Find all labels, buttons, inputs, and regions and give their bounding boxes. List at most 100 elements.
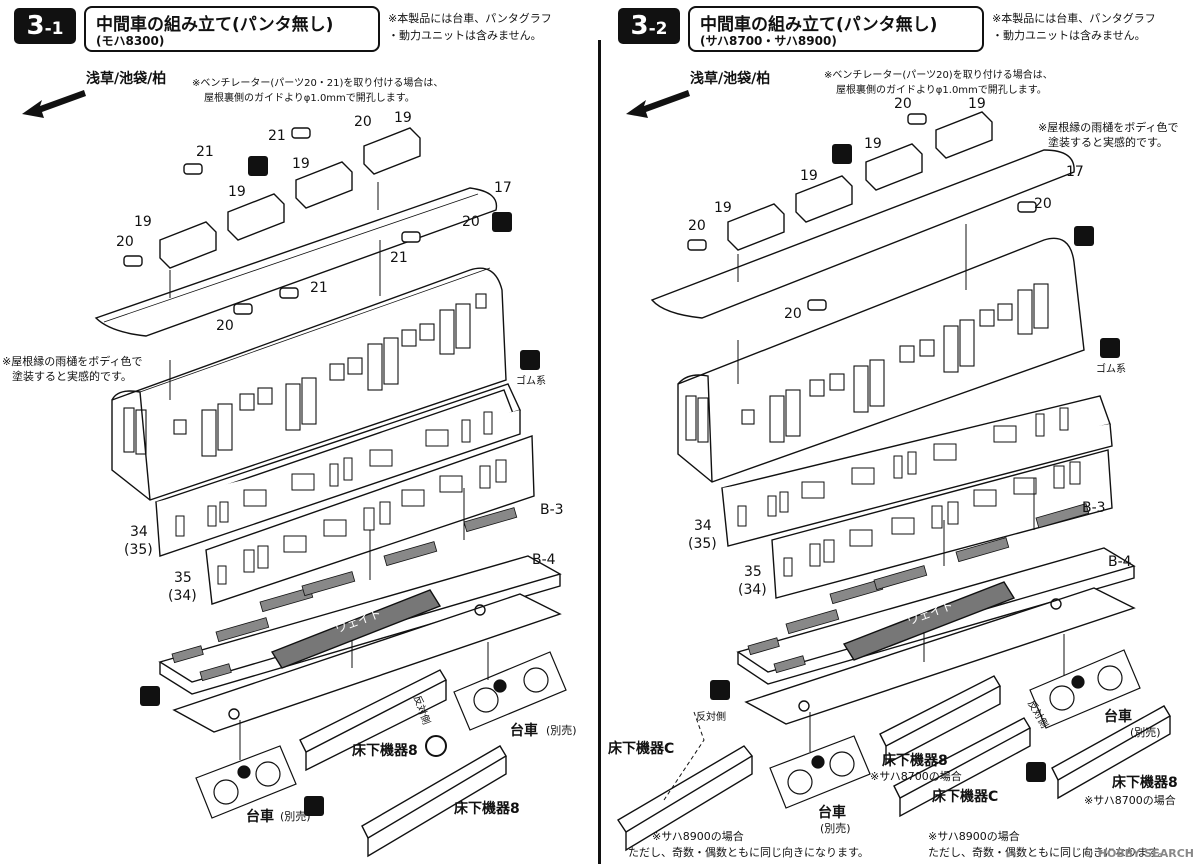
part-35: 35 <box>744 564 762 580</box>
direction-arrow-icon <box>626 90 690 118</box>
underfloor-8-label: 床下機器8 <box>352 743 418 759</box>
watermark: © HOBBY SEARCH <box>1082 847 1194 860</box>
underfloor-8-b-label: 床下機器8 <box>454 801 520 817</box>
underfloor-c-label-2: 床下機器C <box>932 789 999 805</box>
roof-gutter-note: ※屋根縁の雨樋をボディ色で塗装すると実感的です。 <box>1038 121 1179 149</box>
part-20-a: 20 <box>116 234 134 250</box>
assembly-arrows <box>737 224 1065 752</box>
direction-label: 浅草/池袋/柏 <box>690 71 771 87</box>
assembly-diagram <box>617 90 1171 852</box>
part-20-a: 20 <box>688 218 706 234</box>
part-20-c: 20 <box>1034 196 1052 212</box>
body-windows <box>685 283 1049 443</box>
bogie-label: 台車 <box>1104 709 1132 725</box>
side-panel-35 <box>205 435 535 605</box>
part-20-d: 20 <box>216 318 234 334</box>
underfloor-c <box>617 745 754 833</box>
part-17: 17 <box>1066 164 1084 180</box>
roof-part-17 <box>94 187 498 337</box>
sold-separately-label-2: (別売) <box>280 810 311 823</box>
rubber-glue-label: ゴム系 <box>1096 364 1126 375</box>
part-19-d: 19 <box>968 96 986 112</box>
bogie-left <box>769 735 871 809</box>
car-body <box>111 267 507 501</box>
part-21-d: 21 <box>310 280 328 296</box>
roof-gutter-note: ※屋根縁の雨樋をボディ色で塗装すると実感的です。 <box>2 355 143 383</box>
side-windows-34 <box>737 407 1069 527</box>
panel-step-3-2: 3-2 中間車の組み立て(パンタ無し) (サハ8700・サハ8900) ※本製品… <box>604 0 1200 864</box>
case-8700-note-2: ※サハ8700の場合 <box>1084 794 1176 807</box>
part-b3: B-3 <box>1082 500 1106 516</box>
underfloor-c-label: 床下機器C <box>608 741 675 757</box>
part-b3: B-3 <box>540 502 564 518</box>
vents-20-21 <box>123 127 421 315</box>
same-direction-note: ただし、奇数・偶数ともに同じ向きになります。 <box>628 846 869 859</box>
step-title: 中間車の組み立て(パンタ無し) <box>700 15 938 35</box>
part-19-d: 19 <box>394 110 412 126</box>
part-20-c: 20 <box>462 214 480 230</box>
sold-separately-label-2: (別売) <box>820 822 851 835</box>
case-8900-note-2: ※サハ8900の場合 <box>928 830 1020 843</box>
part-17: 17 <box>494 180 512 196</box>
underfloor-8-label: 床下機器8 <box>882 753 948 769</box>
floor-b4 <box>172 593 562 733</box>
same-direction-note-2: ただし、奇数・偶数ともに同じ向きになります。 <box>928 846 1169 859</box>
part-b4: B-4 <box>532 552 556 568</box>
bogie-right <box>1029 649 1141 729</box>
ventilator-note: ※ベンチレーター(パーツ20・21)を取り付ける場合は、屋根裏側のガイドよりφ1… <box>192 78 444 104</box>
part-b4: B-4 <box>1108 554 1132 570</box>
part-34: 34 <box>694 518 712 534</box>
assembly-diagram <box>22 90 567 858</box>
title-box: 中間車の組み立て(パンタ無し) (サハ8700・サハ8900) <box>688 6 984 52</box>
part-19-c: 19 <box>292 156 310 172</box>
bogie-label-2: 台車 <box>246 809 274 825</box>
part-21-a: 21 <box>196 144 214 160</box>
underfloor-8-b-label: 床下機器8 <box>1112 775 1178 791</box>
part-19-a: 19 <box>134 214 152 230</box>
sold-separately-label: (別売) <box>546 724 577 737</box>
part-20-b: 20 <box>894 96 912 112</box>
contents-note: ※本製品には台車、パンタグラフ・動力ユニットは含みません。 <box>992 12 1156 42</box>
step-subtitle: (サハ8700・サハ8900) <box>700 34 837 48</box>
part-35-alt: (35) <box>688 536 717 552</box>
title-box: 中間車の組み立て(パンタ無し) (モハ8300) <box>84 6 380 52</box>
part-20-b: 20 <box>354 114 372 130</box>
part-34: 34 <box>130 524 148 540</box>
weight-part <box>270 589 442 669</box>
reverse-side-label: 反対側 <box>696 712 726 723</box>
part-21-b: 21 <box>268 128 286 144</box>
ventilator-note: ※ベンチレーター(パーツ20)を取り付ける場合は、屋根裏側のガイドよりφ1.0m… <box>824 70 1053 96</box>
dashed-guide <box>663 711 705 801</box>
bogie-right <box>453 651 567 731</box>
assembly-arrows <box>169 182 489 760</box>
contents-note: ※本製品には台車、パンタグラフ・動力ユニットは含みません。 <box>388 12 552 42</box>
bogie-label-2: 台車 <box>818 805 846 821</box>
side-windows-34 <box>175 411 493 537</box>
floor-b4 <box>744 587 1136 725</box>
sold-separately-label: (別売) <box>1130 726 1161 739</box>
body-windows <box>123 293 487 457</box>
part-35-alt: (35) <box>124 542 153 558</box>
paint-glue-icons <box>710 144 1120 782</box>
bogie-label: 台車 <box>510 723 538 739</box>
paint-glue-icons <box>140 156 540 816</box>
gear-icon <box>425 735 447 757</box>
case-8900-note: ※サハ8900の場合 <box>652 830 744 843</box>
step-subtitle: (モハ8300) <box>96 34 165 48</box>
part-34-alt: (34) <box>738 582 767 598</box>
direction-arrow-icon <box>22 90 86 118</box>
direction-label: 浅草/池袋/柏 <box>86 71 167 87</box>
weights-rails <box>171 507 518 682</box>
step-badge: 3-2 <box>618 8 680 44</box>
part-20-d: 20 <box>784 306 802 322</box>
part-34-alt: (34) <box>168 588 197 604</box>
roof-part-17 <box>650 149 1075 319</box>
case-8700-note: ※サハ8700の場合 <box>870 770 962 783</box>
step-badge: 3-1 <box>14 8 76 44</box>
part-19-a: 19 <box>714 200 732 216</box>
ventilators-19 <box>159 127 421 269</box>
vents-20 <box>687 113 1037 311</box>
weights-rails <box>747 503 1090 674</box>
bogie-left <box>195 745 297 819</box>
part-21-c: 21 <box>390 250 408 266</box>
